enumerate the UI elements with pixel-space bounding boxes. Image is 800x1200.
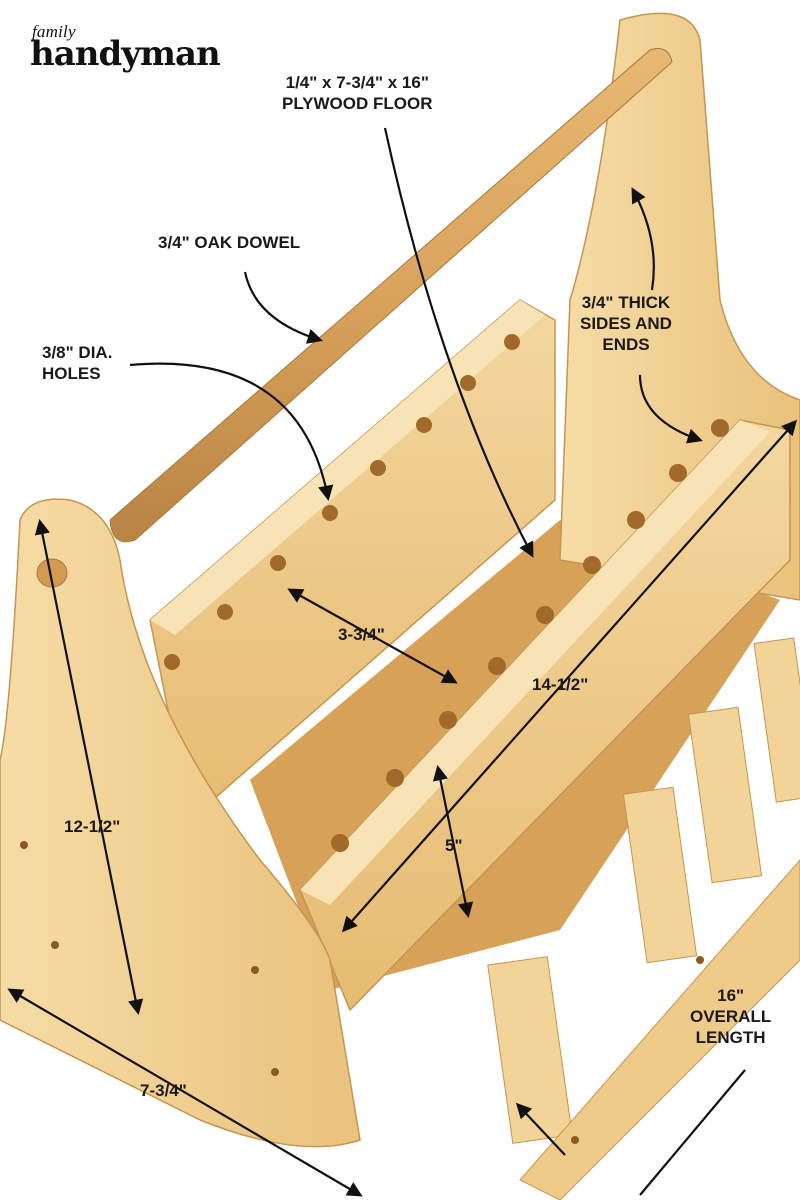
label-side-height: 5"	[445, 836, 463, 855]
label-overall-length: 16" OVERALL LENGTH	[690, 985, 771, 1048]
arrow-inner-width	[287, 588, 458, 684]
divider-piece	[753, 637, 800, 803]
divider-rail	[519, 859, 800, 1200]
label-plywood-floor: 1/4" x 7-3/4" x 16" PLYWOOD FLOOR	[282, 72, 433, 114]
arrow-overall-length-2	[639, 1069, 746, 1196]
arrow-end-height	[34, 518, 144, 1016]
label-overall-width: 7-3/4"	[140, 1081, 187, 1100]
arrow-floor	[383, 127, 534, 558]
label-plywood-floor-line-2: PLYWOOD FLOOR	[282, 94, 433, 113]
arrow-side-length	[341, 419, 798, 933]
label-overall-length-line-2: OVERALL	[690, 1007, 772, 1026]
arrow-overall-width	[7, 988, 363, 1197]
brand-logo: handyman	[30, 34, 221, 74]
label-holes-line-2: HOLES	[42, 364, 101, 383]
label-inner-width: 3-3/4"	[338, 625, 385, 644]
dimension-arrows	[7, 127, 798, 1197]
label-holes-line-1: 3/8" DIA.	[42, 343, 113, 362]
arrow-side-height	[432, 764, 474, 919]
label-overall-length-line-1: 16"	[717, 986, 745, 1005]
arrow-overall-length-1	[515, 1102, 566, 1156]
arrow-holes	[129, 362, 334, 502]
label-thick-sides-line-2: SIDES AND	[580, 314, 672, 333]
label-holes: 3/8" DIA. HOLES	[42, 342, 112, 384]
label-end-height: 12-1/2"	[64, 817, 121, 836]
label-oak-dowel: 3/4" OAK DOWEL	[158, 233, 301, 252]
arrow-sides-down	[638, 374, 703, 444]
brand-family: family	[32, 22, 76, 41]
label-thick-sides-line-1: 3/4" THICK	[581, 293, 671, 312]
label-side-length: 14-1/2"	[532, 675, 589, 694]
arrow-sides-up	[631, 187, 655, 291]
divider-piece	[687, 706, 763, 884]
label-overall-length-line-3: LENGTH	[695, 1028, 766, 1047]
label-plywood-floor-line-1: 1/4" x 7-3/4" x 16"	[285, 73, 429, 92]
arrow-dowel	[243, 271, 323, 344]
label-thick-sides: 3/4" THICK SIDES AND ENDS	[580, 292, 672, 355]
divider-piece	[487, 956, 573, 1144]
label-thick-sides-line-3: ENDS	[602, 335, 650, 354]
divider-piece	[622, 786, 698, 964]
